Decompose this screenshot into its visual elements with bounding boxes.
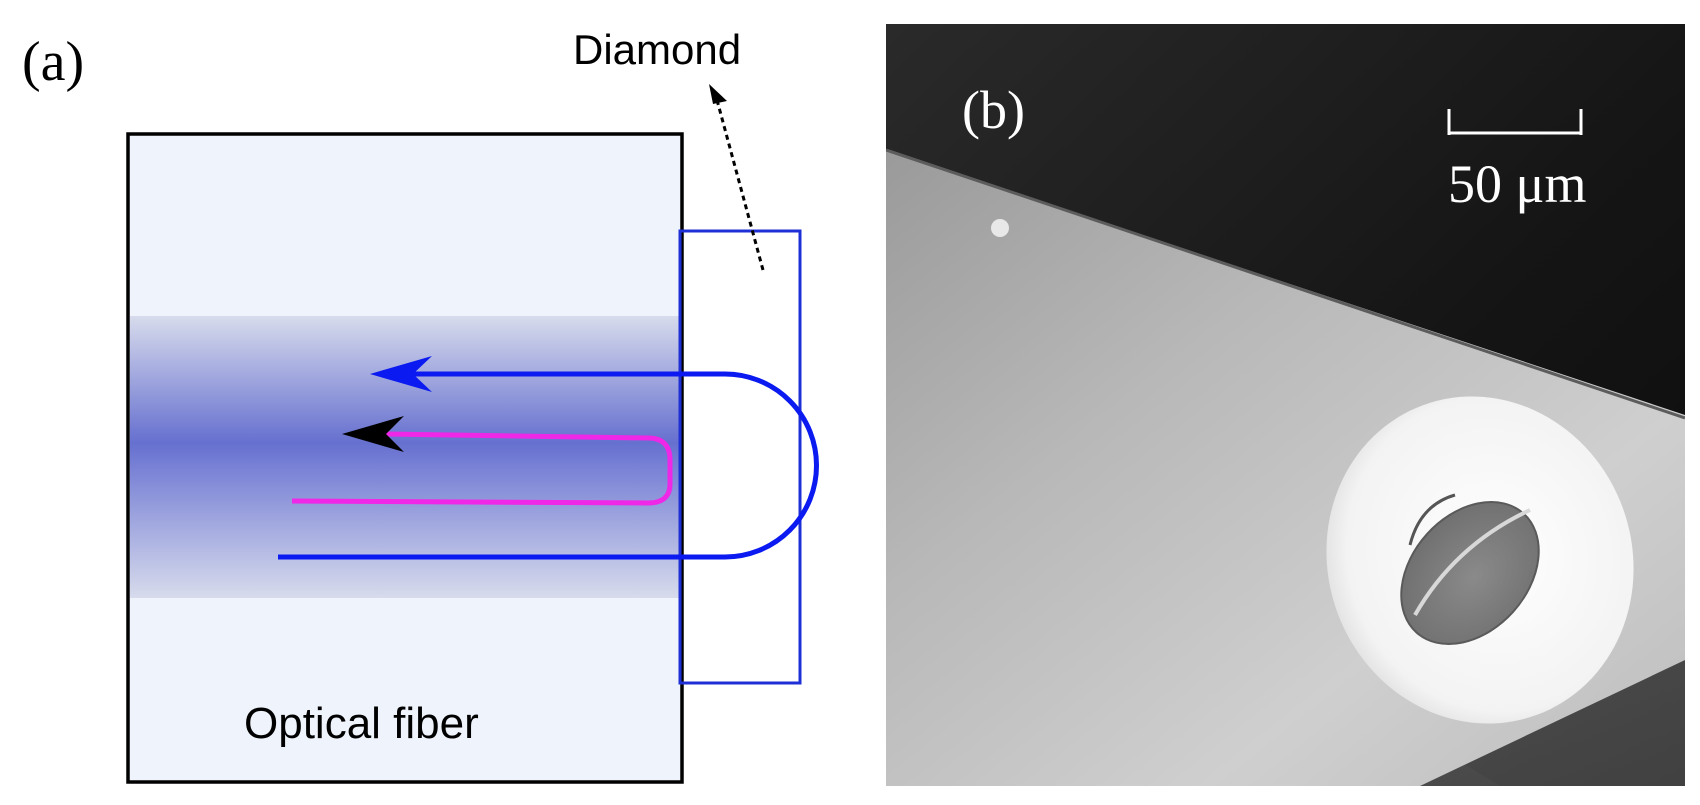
panel-a-schematic: (a) Diamond Optical fiber [22, 26, 819, 784]
hole-rim-shade [1408, 493, 1456, 546]
panel-b-sem-image: (b) 50 μm [886, 24, 1685, 786]
panel-b-label: (b) [962, 80, 1025, 140]
dust-particle [991, 219, 1009, 237]
fiber-label: Optical fiber [244, 699, 479, 748]
blue-arrowhead [370, 356, 432, 392]
diamond-crystal [678, 229, 802, 685]
diamond-pointer-line [715, 99, 765, 271]
diamond-label: Diamond [573, 26, 741, 73]
scale-bar-label: 50 μm [1448, 154, 1586, 214]
panel-a-label: (a) [22, 31, 84, 93]
black-arrowhead [342, 416, 404, 452]
fiber-top-edge [886, 148, 1685, 420]
scale-bar [1447, 109, 1583, 135]
fiber-core [130, 316, 681, 598]
diamond-pointer-arrowhead [709, 84, 727, 104]
blue-light-path [278, 371, 819, 560]
hole-rim-detail [1413, 508, 1531, 616]
magenta-light-path [291, 431, 673, 506]
